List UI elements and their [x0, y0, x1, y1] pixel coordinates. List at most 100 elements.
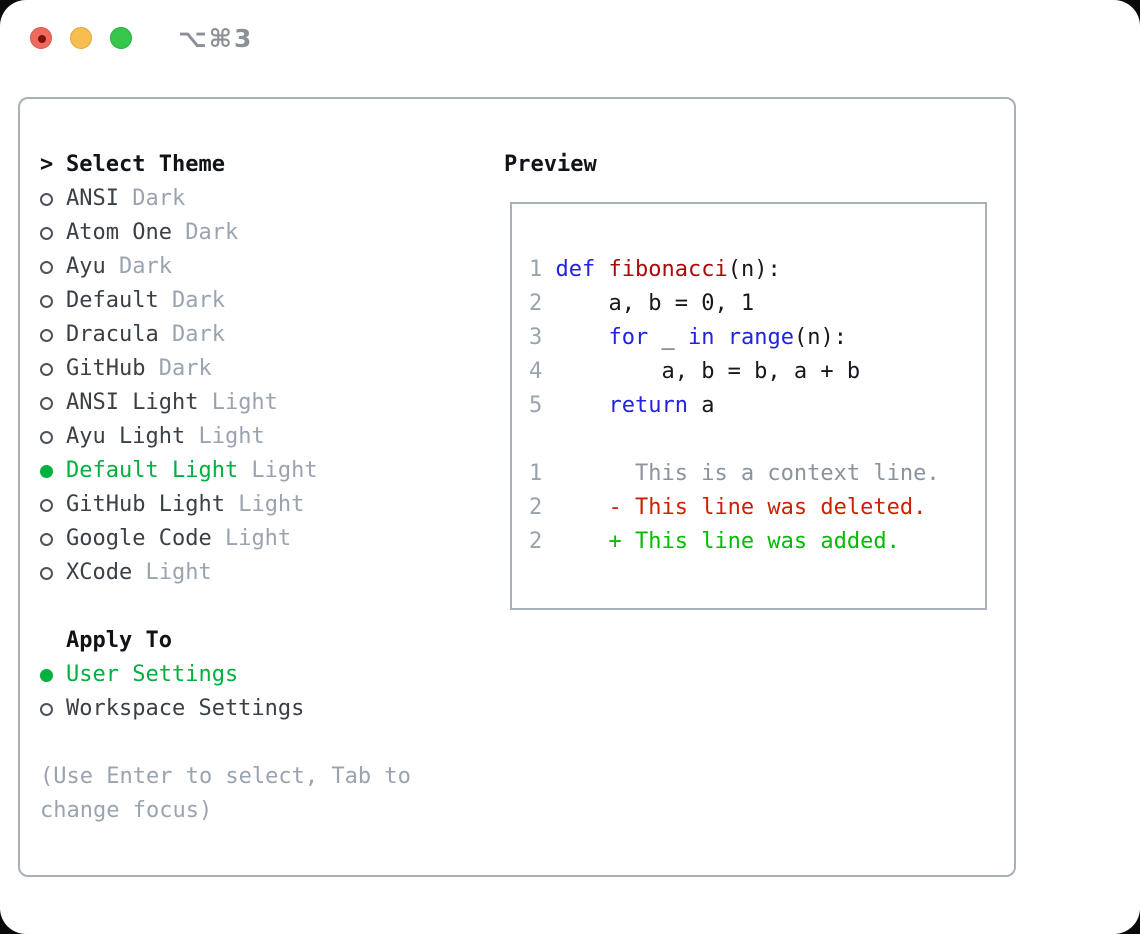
apply-option-workspace-settings[interactable]: Workspace Settings	[40, 692, 411, 726]
theme-variant: Light	[211, 526, 292, 551]
preview-header: Preview	[504, 152, 597, 177]
theme-item-ayu-light[interactable]: Ayu Light Light	[40, 420, 411, 454]
apply-option-label: User Settings	[66, 662, 239, 687]
code-line: 4 a, b = b, a + b	[529, 355, 985, 389]
theme-name: Dracula	[66, 322, 159, 347]
theme-variant: Light	[198, 390, 278, 415]
code-line: 1 def fibonacci(n):	[529, 253, 985, 287]
radio-icon	[40, 522, 66, 556]
code-line: 3 for _ in range(n):	[529, 321, 985, 355]
radio-icon	[40, 386, 66, 420]
apply-to-header-label: Apply To	[66, 628, 172, 653]
apply-option-user-settings[interactable]: User Settings	[40, 658, 411, 692]
theme-name: ANSI	[66, 186, 119, 211]
zoom-button[interactable]	[110, 27, 132, 49]
line-number: 5	[529, 393, 556, 418]
radio-icon	[40, 318, 66, 352]
code-segment: for	[608, 325, 649, 350]
code-segment	[595, 257, 608, 282]
code-segment: + This line was added.	[555, 529, 900, 554]
code-segment: a, b = b, a + b	[555, 359, 861, 384]
code-segment: a, b = 0, 1	[555, 291, 755, 316]
theme-item-ayu[interactable]: Ayu Dark	[40, 250, 411, 284]
theme-name: GitHub	[66, 356, 146, 381]
line-number: 1	[529, 257, 556, 282]
close-button[interactable]	[30, 27, 52, 49]
select-theme-header-label: Select Theme	[66, 152, 225, 177]
theme-name: Google Code	[66, 526, 212, 551]
theme-item-default[interactable]: Default Dark	[40, 284, 411, 318]
code-line: 2 a, b = 0, 1	[529, 287, 985, 321]
radio-icon	[40, 488, 66, 522]
radio-icon	[40, 352, 66, 386]
code-segment: range	[727, 325, 794, 350]
cursor-icon: >	[40, 152, 54, 177]
line-number: 2	[529, 529, 556, 554]
radio-icon	[40, 250, 66, 284]
theme-name: ANSI Light	[66, 390, 199, 415]
theme-name: Default Light	[66, 458, 239, 483]
theme-variant: Light	[238, 458, 318, 483]
hint-line-2: change focus)	[40, 798, 213, 823]
titlebar: ⌥⌘3	[30, 24, 253, 53]
theme-name: Ayu	[66, 254, 106, 279]
theme-item-github-light[interactable]: GitHub Light Light	[40, 488, 411, 522]
line-number: 3	[529, 325, 556, 350]
radio-icon	[40, 420, 66, 454]
theme-name: XCode	[66, 560, 133, 585]
radio-icon	[40, 216, 66, 250]
code-line	[529, 423, 985, 457]
theme-item-atom-one[interactable]: Atom One Dark	[40, 216, 411, 250]
radio-icon	[40, 182, 66, 216]
theme-item-github[interactable]: GitHub Dark	[40, 352, 411, 386]
theme-variant: Dark	[158, 322, 225, 347]
theme-item-xcode[interactable]: XCode Light	[40, 556, 411, 590]
theme-name: Default	[66, 288, 159, 313]
theme-item-ansi-light[interactable]: ANSI Light Light	[40, 386, 411, 420]
radio-selected-icon	[40, 658, 66, 692]
theme-variant: Dark	[145, 356, 212, 381]
spacer	[40, 590, 411, 624]
modified-dot-icon	[38, 35, 46, 43]
radio-selected-icon	[40, 454, 66, 488]
code-line: 1 This is a context line.	[529, 457, 985, 491]
code-segment: - This line was deleted.	[555, 495, 927, 520]
theme-item-dracula[interactable]: Dracula Dark	[40, 318, 411, 352]
theme-variant: Dark	[158, 288, 225, 313]
code-segment: _	[648, 325, 688, 350]
theme-item-ansi[interactable]: ANSI Dark	[40, 182, 411, 216]
line-number: 2	[529, 291, 556, 316]
theme-name: Ayu Light	[66, 424, 186, 449]
theme-variant: Light	[224, 492, 305, 517]
theme-variant: Light	[132, 560, 212, 585]
code-segment	[556, 325, 609, 350]
code-line: 2 - This line was deleted.	[529, 491, 985, 525]
code-segment: fibonacci	[608, 257, 728, 282]
spacer	[40, 726, 411, 760]
code-segment: (n):	[793, 325, 847, 350]
theme-name: GitHub Light	[66, 492, 225, 517]
code-line: 2 + This line was added.	[529, 525, 985, 559]
code-line: 5 return a	[529, 389, 985, 423]
select-theme-header: > Select Theme	[40, 148, 411, 182]
code-segment: This is a context line.	[555, 461, 940, 486]
theme-name: Atom One	[66, 220, 172, 245]
line-number: 1	[529, 461, 556, 486]
apply-to-header: Apply To	[40, 624, 411, 658]
theme-variant: Dark	[118, 186, 186, 211]
theme-variant: Dark	[105, 254, 172, 279]
apply-option-label: Workspace Settings	[66, 696, 305, 721]
minimize-button[interactable]	[70, 27, 92, 49]
line-number: 4	[529, 359, 556, 384]
code-segment: a	[687, 393, 715, 418]
theme-item-default-light[interactable]: Default Light Light	[40, 454, 411, 488]
code-segment: in	[687, 325, 715, 350]
theme-variant: Dark	[171, 220, 239, 245]
radio-icon	[40, 284, 66, 318]
hint-line-1: (Use Enter to select, Tab to	[40, 764, 411, 789]
theme-item-google-code[interactable]: Google Code Light	[40, 522, 411, 556]
